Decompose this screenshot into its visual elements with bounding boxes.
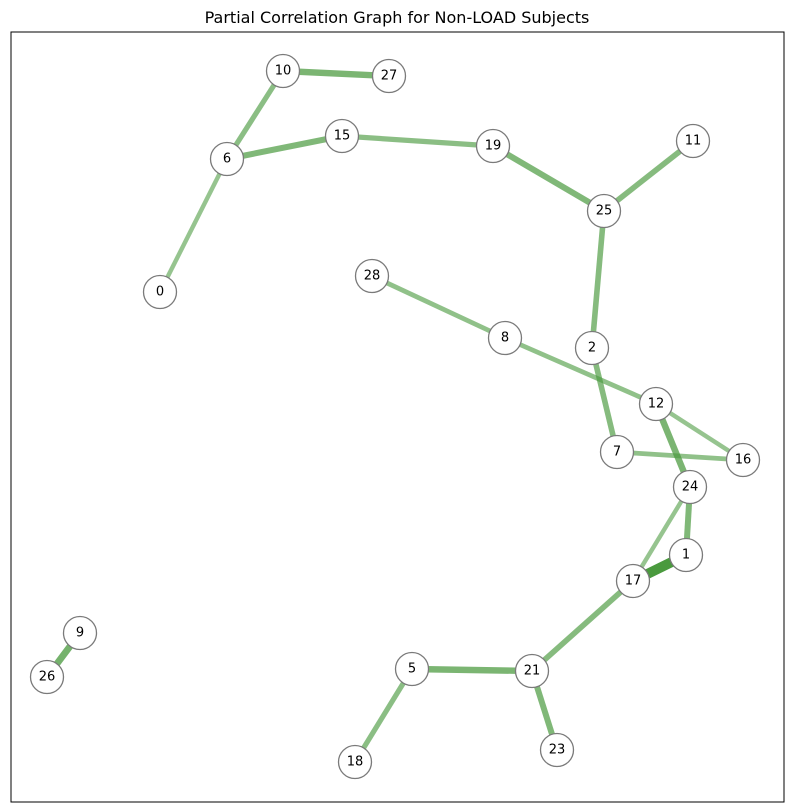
node-circle xyxy=(672,469,708,505)
node-5: 5 xyxy=(394,651,430,687)
node-23: 23 xyxy=(539,732,575,768)
node-6: 6 xyxy=(209,141,245,177)
node-11: 11 xyxy=(675,123,711,159)
node-label: 24 xyxy=(682,480,699,495)
node-21: 21 xyxy=(514,653,550,689)
node-circle xyxy=(638,386,674,422)
edge-5-18 xyxy=(352,667,415,764)
edge-6-15 xyxy=(226,133,343,162)
node-26: 26 xyxy=(29,659,65,695)
node-1: 1 xyxy=(668,537,704,573)
node-circle xyxy=(586,193,622,229)
node-label: 23 xyxy=(549,743,566,758)
node-10: 10 xyxy=(265,53,301,89)
node-label: 15 xyxy=(334,129,351,144)
node-circle xyxy=(337,744,373,780)
node-circle xyxy=(487,320,523,356)
edge-6-0 xyxy=(158,158,229,293)
edge-19-25 xyxy=(491,143,606,214)
node-circle xyxy=(142,274,178,310)
graph-title: Partial Correlation Graph for Non-LOAD S… xyxy=(205,8,590,27)
node-19: 19 xyxy=(475,128,511,164)
node-circle xyxy=(539,732,575,768)
edge-11-25 xyxy=(602,138,695,214)
node-25: 25 xyxy=(586,193,622,229)
node-circle xyxy=(324,118,360,154)
node-circle xyxy=(394,651,430,687)
node-circle xyxy=(675,123,711,159)
node-15: 15 xyxy=(324,118,360,154)
node-label: 7 xyxy=(613,445,621,460)
node-label: 17 xyxy=(625,574,642,589)
node-circle xyxy=(371,58,407,94)
node-circle xyxy=(574,330,610,366)
node-circle xyxy=(29,659,65,695)
node-24: 24 xyxy=(672,469,708,505)
node-label: 1 xyxy=(682,548,690,563)
node-label: 9 xyxy=(76,626,84,641)
node-7: 7 xyxy=(599,434,635,470)
node-label: 10 xyxy=(275,64,292,79)
node-label: 5 xyxy=(408,662,416,677)
node-label: 8 xyxy=(501,331,509,346)
node-label: 0 xyxy=(156,285,164,300)
node-label: 21 xyxy=(524,664,541,679)
node-18: 18 xyxy=(337,744,373,780)
node-circle xyxy=(62,615,98,651)
plot-frame xyxy=(10,31,785,803)
node-circle xyxy=(599,434,635,470)
edge-12-16 xyxy=(654,402,745,462)
node-label: 18 xyxy=(347,755,364,770)
node-16: 16 xyxy=(725,442,761,478)
edge-8-12 xyxy=(504,335,657,407)
edges-layer xyxy=(44,67,745,764)
node-circle xyxy=(209,141,245,177)
node-circle xyxy=(668,537,704,573)
node-0: 0 xyxy=(142,274,178,310)
edge-5-21 xyxy=(411,665,533,675)
edge-28-8 xyxy=(370,273,507,341)
node-label: 2 xyxy=(588,341,596,356)
node-8: 8 xyxy=(487,320,523,356)
node-9: 9 xyxy=(62,615,98,651)
node-2: 2 xyxy=(574,330,610,366)
node-label: 25 xyxy=(596,204,613,219)
node-12: 12 xyxy=(638,386,674,422)
edge-24-17 xyxy=(631,485,692,583)
node-label: 27 xyxy=(381,69,398,84)
edge-17-21 xyxy=(530,578,635,674)
node-label: 26 xyxy=(39,670,56,685)
edge-2-7 xyxy=(589,347,620,453)
edge-25-2 xyxy=(589,210,607,349)
node-label: 19 xyxy=(485,139,502,154)
node-circle xyxy=(265,53,301,89)
edge-10-6 xyxy=(224,69,286,161)
node-circle xyxy=(475,128,511,164)
node-circle xyxy=(725,442,761,478)
edge-15-19 xyxy=(341,133,494,149)
edge-10-27 xyxy=(282,67,390,80)
node-28: 28 xyxy=(354,258,390,294)
node-label: 16 xyxy=(735,453,752,468)
node-17: 17 xyxy=(615,563,651,599)
node-circle xyxy=(354,258,390,294)
node-circle xyxy=(514,653,550,689)
node-27: 27 xyxy=(371,58,407,94)
node-circle xyxy=(615,563,651,599)
node-label: 6 xyxy=(223,152,231,167)
node-label: 28 xyxy=(364,269,381,284)
node-label: 12 xyxy=(648,397,665,412)
node-label: 11 xyxy=(685,134,702,149)
